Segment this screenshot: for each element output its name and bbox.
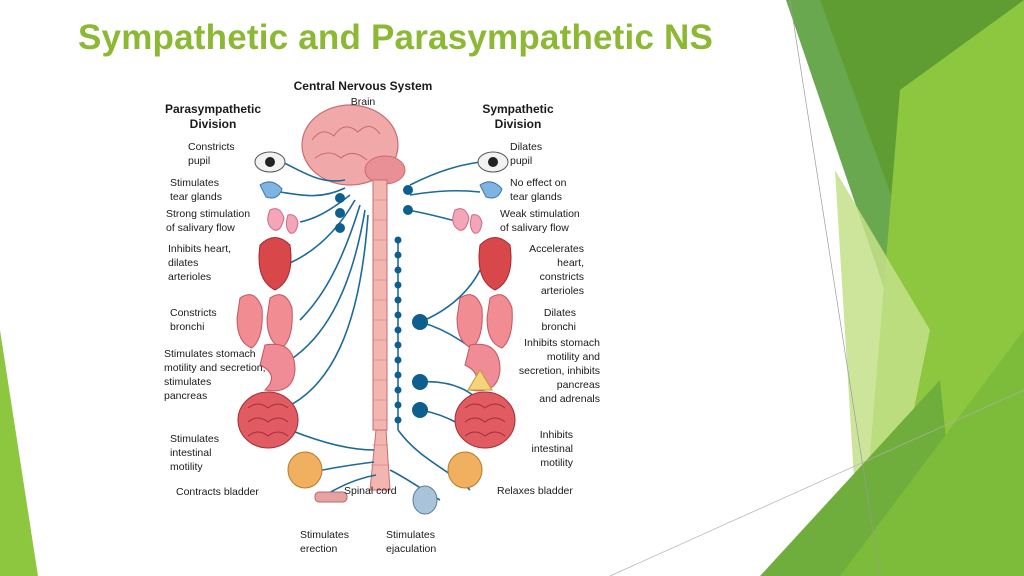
brain-illustration	[301, 104, 406, 186]
cns-title: Central Nervous System	[293, 79, 433, 93]
spinal-cord-illustration	[369, 179, 391, 491]
deco-thin-line-1	[789, 0, 881, 576]
para-effect-erection: Stimulates erection	[300, 529, 350, 555]
para-effect-bladder: Contracts bladder	[176, 486, 259, 498]
sympathetic-heading: Sympathetic Division	[482, 102, 554, 131]
symp-effect-intestine: Inhibits intestinal motility	[531, 429, 573, 469]
spinal-cord-label: Spinal cord	[344, 485, 397, 497]
ganglia	[335, 185, 428, 424]
symp-effect-bladder: Relaxes bladder	[497, 485, 573, 497]
para-effect-heart: Inhibits heart, dilates arterioles	[168, 243, 232, 283]
symp-effect-salivary: Weak stimulation of salivary flow	[500, 208, 580, 234]
nervous-system-diagram	[236, 104, 516, 515]
para-effect-pupil: Constricts pupil	[188, 141, 235, 167]
symp-effect-heart: Accelerates heart, constricts arterioles	[529, 243, 584, 297]
sympathetic-organs	[412, 151, 516, 515]
para-effect-bronchi: Constricts bronchi	[170, 307, 217, 333]
slide-title: Sympathetic and Parasympathetic NS	[78, 18, 714, 57]
para-effect-salivary: Strong stimulation of salivary flow	[166, 208, 251, 234]
symp-effect-pupil: Dilates pupil	[510, 141, 543, 167]
para-effect-stomach: Stimulates stomach motility and secretio…	[164, 348, 266, 402]
symp-effect-tear-glands: No effect on tear glands	[510, 177, 567, 203]
symp-effect-stomach: Inhibits stomach motility and secretion,…	[518, 337, 600, 405]
deco-thin-line-2	[609, 389, 1024, 576]
symp-effect-bronchi: Dilates bronchi	[541, 307, 576, 333]
para-effect-tear-glands: Stimulates tear glands	[170, 177, 222, 203]
symp-effect-ejaculation: Stimulates ejaculation	[386, 529, 437, 555]
parasympathetic-nerves	[279, 161, 377, 496]
brain-label: Brain	[350, 96, 376, 108]
deco-left-green	[0, 330, 38, 576]
deco-right-bottom-green	[840, 330, 1024, 576]
parasympathetic-heading: Parasympathetic Division	[164, 102, 262, 131]
para-effect-intestine: Stimulates intestinal motility	[170, 433, 220, 473]
parasympathetic-organs	[236, 151, 348, 503]
